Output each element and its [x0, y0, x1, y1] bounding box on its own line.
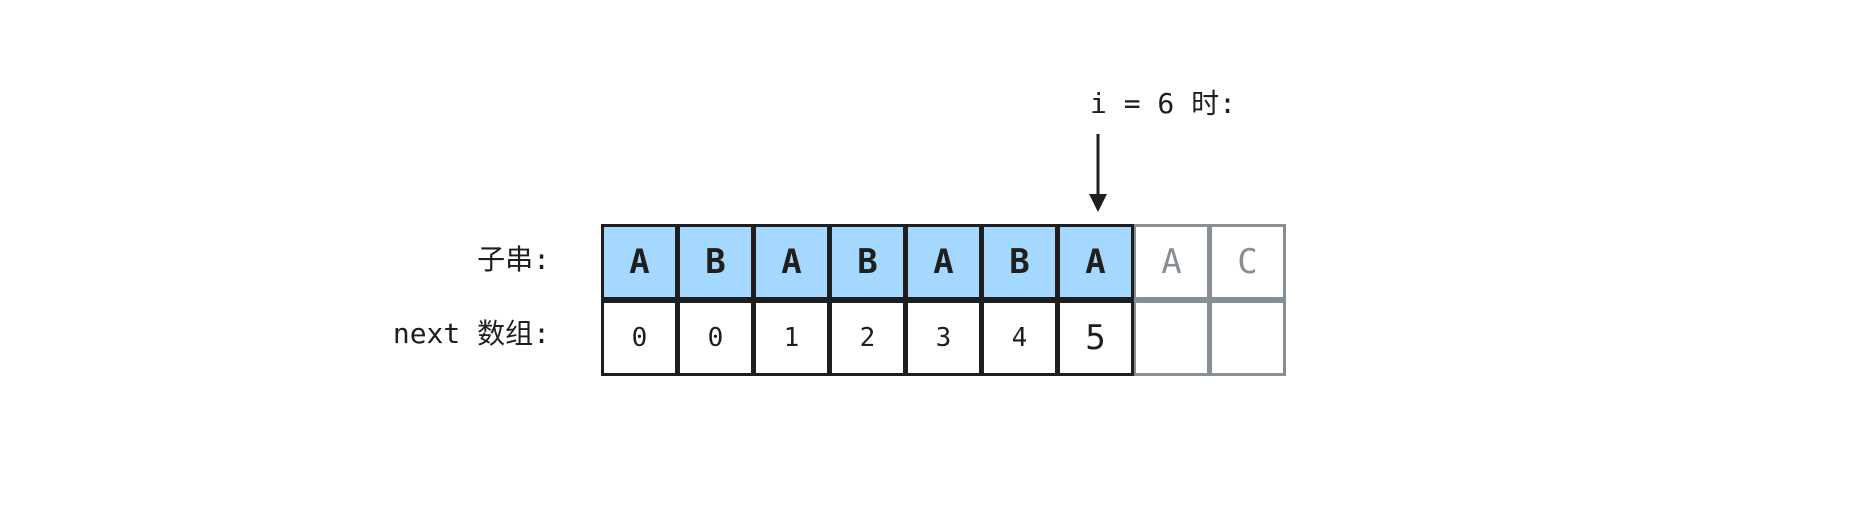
- next-cell: 0: [677, 300, 754, 376]
- next-cell: 1: [753, 300, 830, 376]
- next-cell: 5: [1057, 300, 1134, 376]
- substring-cell: B: [829, 224, 906, 300]
- next-cell: 0: [601, 300, 678, 376]
- next-cell: [1133, 300, 1210, 376]
- substring-cell: B: [981, 224, 1058, 300]
- substring-label: 子串:: [477, 243, 550, 276]
- substring-cell: A: [1133, 224, 1210, 300]
- next-cell: [1209, 300, 1286, 376]
- next-cell: 4: [981, 300, 1058, 376]
- substring-cell: B: [677, 224, 754, 300]
- substring-row: A B A B A B A A C: [601, 224, 1286, 300]
- substring-cell: A: [1057, 224, 1134, 300]
- substring-cell: C: [1209, 224, 1286, 300]
- next-cell: 2: [829, 300, 906, 376]
- next-cell: 3: [905, 300, 982, 376]
- pointer-label: i = 6 时:: [1090, 87, 1237, 120]
- substring-cell: A: [753, 224, 830, 300]
- next-array-row: 0 0 1 2 3 4 5: [601, 300, 1286, 376]
- pointer-arrow: [1089, 134, 1107, 212]
- substring-cell: A: [601, 224, 678, 300]
- substring-cell: A: [905, 224, 982, 300]
- next-array-label: next 数组:: [392, 317, 550, 350]
